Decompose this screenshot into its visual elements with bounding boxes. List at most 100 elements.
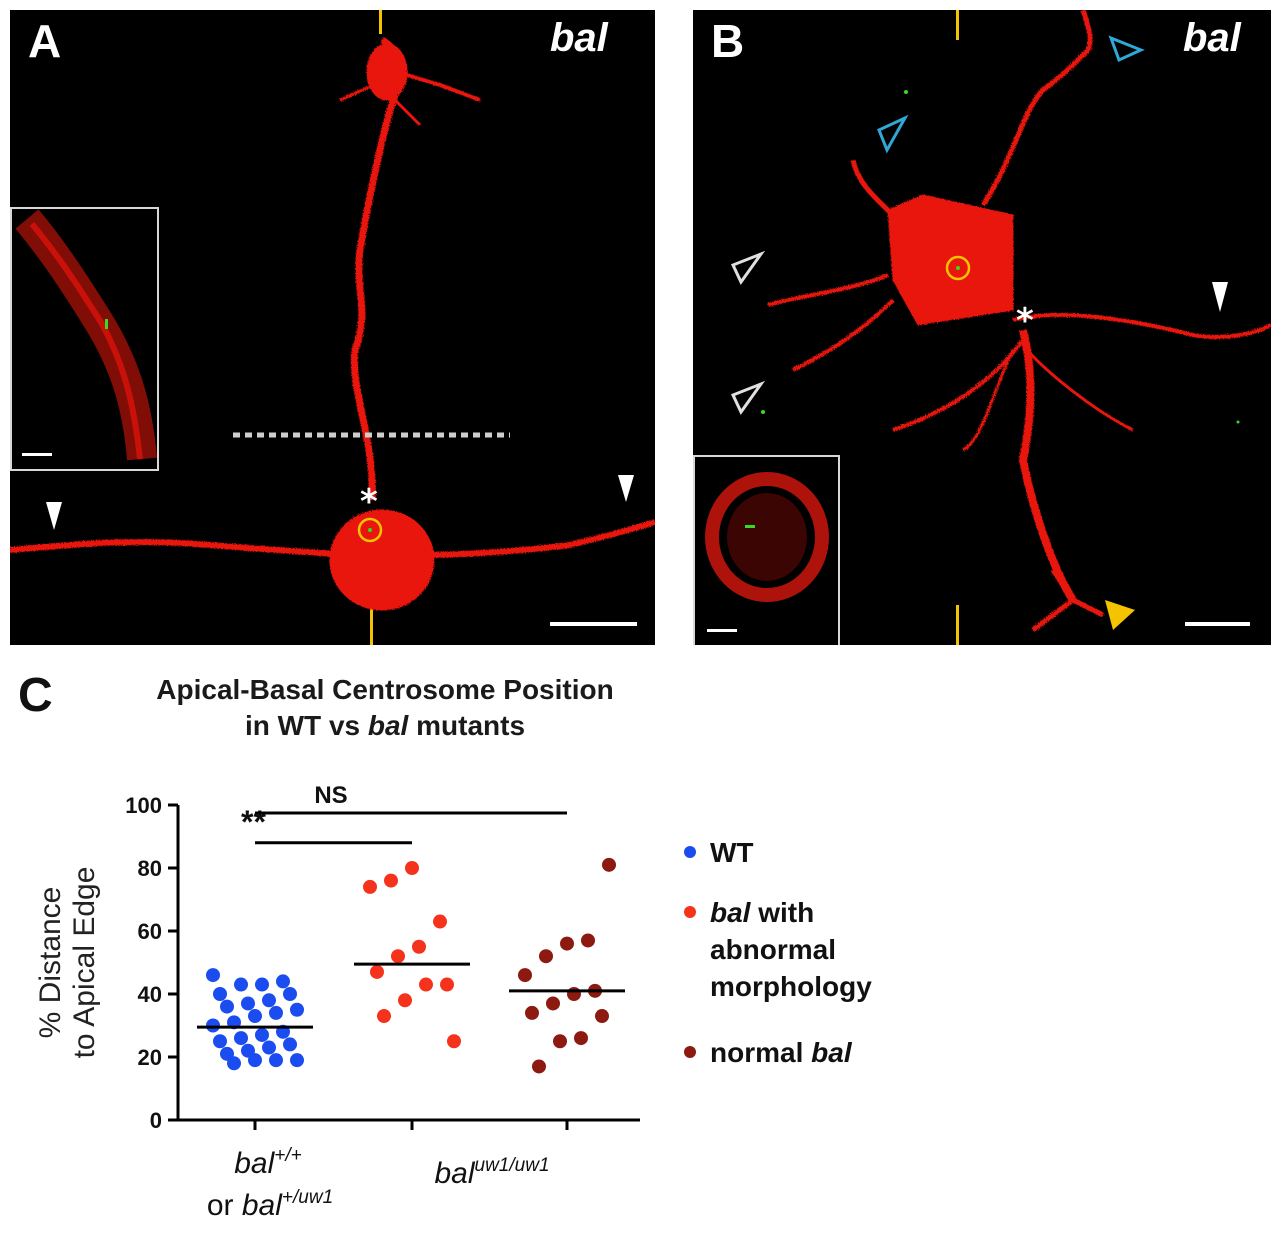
y-tick-label: 100 bbox=[125, 793, 162, 818]
data-point bbox=[290, 1053, 304, 1068]
data-point bbox=[602, 857, 616, 872]
orientation-marker-top bbox=[379, 10, 382, 34]
data-point bbox=[269, 1053, 283, 1068]
panel-c-letter: C bbox=[18, 669, 53, 722]
panel-b-gene-label: bal bbox=[1183, 16, 1241, 60]
yellow-arrowhead bbox=[1105, 600, 1135, 630]
chart-legend: WT bal with abnormal morphology normal bal bbox=[684, 837, 872, 1068]
white-arrowhead-left bbox=[46, 502, 62, 530]
data-point bbox=[574, 1031, 588, 1046]
legend-marker-wt bbox=[684, 846, 696, 858]
y-tick-label: 0 bbox=[150, 1108, 162, 1133]
data-point bbox=[213, 987, 227, 1001]
data-point bbox=[581, 933, 595, 948]
data-point bbox=[283, 1037, 297, 1052]
data-point bbox=[412, 939, 426, 954]
legend-marker-normal bbox=[684, 1046, 696, 1058]
panel-b-image: * bbox=[730, 10, 1271, 645]
data-point bbox=[532, 1059, 546, 1074]
panel-b-inset bbox=[693, 455, 840, 645]
scale-bar-a bbox=[550, 622, 637, 626]
y-tick-label: 60 bbox=[138, 919, 162, 944]
data-point bbox=[269, 1005, 283, 1020]
asterisk-marker: * bbox=[360, 482, 378, 522]
scale-bar-b bbox=[1185, 622, 1250, 626]
data-point bbox=[262, 1040, 276, 1055]
data-point bbox=[370, 964, 384, 979]
panel-b-micrograph: * B bal bbox=[693, 10, 1271, 645]
data-point bbox=[447, 1034, 461, 1049]
centrosome-dot bbox=[368, 528, 372, 532]
x-tick-label-control-line2: or bal+/uw1 bbox=[207, 1187, 333, 1222]
data-point bbox=[546, 996, 560, 1011]
panel-a-letter: A bbox=[28, 15, 62, 67]
data-point bbox=[276, 974, 290, 989]
significance-label: ** bbox=[241, 804, 266, 840]
cyan-arrowhead-middle bbox=[877, 114, 909, 154]
legend-label-abnormal-line3: morphology bbox=[710, 971, 872, 1002]
data-point bbox=[234, 1031, 248, 1046]
legend-label-abnormal: bal with bbox=[710, 897, 814, 928]
chart-points bbox=[197, 857, 625, 1074]
data-point bbox=[213, 1034, 227, 1049]
data-point bbox=[384, 873, 398, 888]
legend-label-wt: WT bbox=[710, 837, 754, 868]
y-tick-label: 40 bbox=[138, 982, 162, 1007]
data-point bbox=[234, 977, 248, 992]
data-point bbox=[595, 1009, 609, 1024]
data-point bbox=[241, 996, 255, 1011]
panel-a-gene-label: bal bbox=[550, 16, 608, 60]
data-point bbox=[518, 968, 532, 983]
data-point bbox=[560, 936, 574, 951]
inset-b-image bbox=[705, 472, 829, 632]
data-point bbox=[255, 977, 269, 992]
orientation-marker-bottom-b bbox=[956, 605, 959, 645]
data-point bbox=[433, 914, 447, 929]
data-point bbox=[248, 1053, 262, 1068]
hollow-arrowhead-lower bbox=[730, 380, 766, 415]
data-point bbox=[206, 968, 220, 983]
panel-a-image: * bbox=[10, 10, 655, 645]
data-point bbox=[440, 977, 454, 992]
orientation-marker-bottom bbox=[370, 605, 373, 645]
data-point bbox=[206, 1018, 220, 1033]
chart-title-line1: Apical-Basal Centrosome Position bbox=[156, 674, 614, 705]
data-point bbox=[419, 977, 433, 992]
asterisk-marker-b: * bbox=[1016, 301, 1034, 341]
white-arrowhead-b bbox=[1212, 282, 1228, 312]
panel-a-micrograph: * A bal bbox=[10, 10, 655, 645]
chart-title: Apical-Basal Centrosome Position in WT v… bbox=[100, 672, 670, 744]
centrosome-circle bbox=[357, 517, 383, 543]
orientation-marker-top-b bbox=[956, 10, 959, 40]
data-point bbox=[290, 1002, 304, 1017]
data-point bbox=[405, 861, 419, 875]
centrosome-dot-b bbox=[956, 266, 960, 270]
legend-label-normal: normal bal bbox=[710, 1037, 853, 1068]
data-point bbox=[539, 949, 553, 964]
data-point bbox=[262, 993, 276, 1008]
data-point bbox=[220, 999, 234, 1014]
x-tick-label-mutant: baluw1/uw1 bbox=[434, 1155, 549, 1190]
data-point bbox=[283, 987, 297, 1001]
neuron-a bbox=[10, 36, 655, 611]
data-point bbox=[248, 1009, 262, 1024]
x-tick-label-control: bal+/+ bbox=[234, 1145, 302, 1180]
chart-title-line2: in WT vs bal mutants bbox=[244, 710, 526, 741]
centrosome-circle-b bbox=[945, 255, 971, 281]
hollow-arrowhead-upper bbox=[730, 250, 766, 285]
data-point bbox=[363, 879, 377, 894]
data-point bbox=[525, 1005, 539, 1020]
data-point bbox=[255, 1027, 269, 1042]
data-point bbox=[398, 993, 412, 1008]
panel-b-letter: B bbox=[711, 15, 745, 67]
y-tick-label: 20 bbox=[138, 1045, 162, 1070]
data-point bbox=[377, 1009, 391, 1024]
panel-a-inset bbox=[10, 207, 159, 471]
y-axis-label: % Distanceto Apical Edge bbox=[34, 867, 101, 1059]
y-tick-label: 80 bbox=[138, 856, 162, 881]
data-point bbox=[227, 1056, 241, 1071]
white-arrowhead-right bbox=[618, 475, 634, 502]
legend-label-abnormal-line2: abnormal bbox=[710, 934, 836, 965]
scatter-chart: 0 20 40 60 80 100 % Distanceto Apical Edge bal+… bbox=[34, 782, 872, 1222]
chart-axes: 0 20 40 60 80 100 % Distanceto Apical Edge bal+… bbox=[34, 782, 640, 1222]
